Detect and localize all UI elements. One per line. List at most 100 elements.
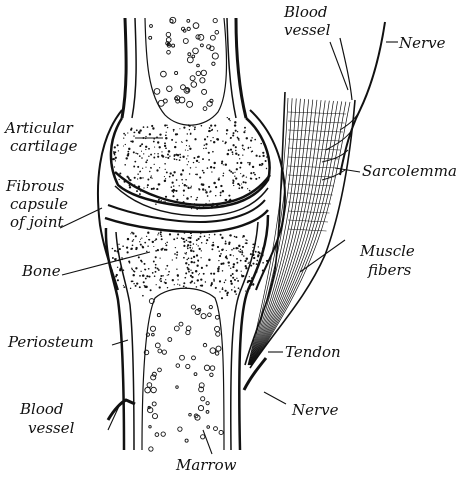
marrow-dot bbox=[187, 101, 193, 107]
stipple-dot bbox=[190, 167, 191, 168]
stipple-dot bbox=[159, 167, 160, 168]
stipple-dot bbox=[241, 250, 243, 252]
stipple-dot bbox=[234, 286, 235, 287]
stipple-dot bbox=[190, 270, 191, 271]
stipple-dot bbox=[166, 125, 168, 127]
marrow-dot bbox=[155, 343, 160, 348]
stipple-dot bbox=[235, 177, 237, 179]
marrow-dot bbox=[152, 333, 155, 336]
stipple-dot bbox=[199, 236, 201, 238]
stipple-dot bbox=[209, 130, 211, 132]
stipple-dot bbox=[186, 145, 187, 146]
stipple-dot bbox=[127, 151, 129, 153]
stipple-dot bbox=[114, 258, 116, 260]
stipple-dot bbox=[244, 260, 246, 262]
stipple-dot bbox=[147, 187, 148, 188]
stipple-dot bbox=[249, 288, 251, 290]
stipple-dot bbox=[221, 162, 223, 164]
stipple-dot bbox=[223, 164, 224, 165]
stipple-dot bbox=[200, 257, 201, 258]
stipple-dot bbox=[146, 275, 148, 277]
stipple-dot bbox=[197, 197, 198, 198]
stipple-dot bbox=[165, 244, 167, 246]
stipple-dot bbox=[235, 293, 237, 295]
stipple-dot bbox=[144, 242, 146, 244]
stipple-dot bbox=[190, 245, 192, 247]
stipple-dot bbox=[176, 179, 178, 181]
stipple-dot bbox=[123, 286, 125, 288]
marrow-dot bbox=[149, 447, 153, 451]
stipple-dot bbox=[246, 240, 247, 241]
stipple-dot bbox=[173, 185, 174, 186]
marrow-dot bbox=[167, 86, 172, 91]
stipple-dot bbox=[146, 159, 148, 161]
stipple-dot bbox=[173, 238, 175, 240]
stipple-dot bbox=[203, 273, 205, 275]
stipple-dot bbox=[134, 132, 136, 134]
stipple-dot bbox=[133, 239, 134, 240]
marrow-dot bbox=[174, 326, 179, 331]
stipple-dot bbox=[141, 157, 143, 159]
stipple-dot bbox=[191, 258, 193, 260]
stipple-dot bbox=[148, 276, 150, 278]
stipple-dot bbox=[115, 276, 117, 278]
stipple-dot bbox=[141, 151, 142, 152]
stipple-dot bbox=[205, 281, 206, 282]
stipple-dot bbox=[236, 262, 238, 264]
lower-bone bbox=[106, 215, 268, 450]
stipple-dot bbox=[146, 251, 148, 253]
marrow-dot bbox=[166, 38, 171, 43]
stipple-dot bbox=[187, 248, 189, 250]
stipple-dot bbox=[130, 233, 131, 234]
stipple-dot bbox=[232, 273, 234, 275]
stipple-dot bbox=[137, 153, 139, 155]
stipple-dot bbox=[144, 263, 146, 265]
stipple-dot bbox=[120, 266, 122, 268]
stipple-dot bbox=[172, 279, 174, 281]
stipple-dot bbox=[157, 169, 159, 171]
stipple-dot bbox=[132, 244, 134, 246]
stipple-dot bbox=[147, 232, 149, 234]
marrow-dot bbox=[166, 32, 170, 36]
stipple-dot bbox=[252, 250, 253, 251]
label-fibrous-capsule: Fibrous bbox=[5, 177, 65, 195]
stipple-dot bbox=[155, 264, 157, 266]
stipple-dot bbox=[265, 160, 267, 162]
stipple-dot bbox=[194, 126, 196, 128]
stipple-dot bbox=[154, 240, 155, 241]
stipple-dot bbox=[164, 142, 166, 144]
marrow-dots-upper bbox=[149, 17, 219, 110]
marrow-dot bbox=[214, 427, 218, 431]
stipple-dot bbox=[193, 162, 194, 163]
stipple-dot bbox=[199, 177, 201, 179]
stipple-dot bbox=[119, 172, 121, 174]
stipple-dot bbox=[230, 275, 232, 277]
label-fibrous-capsule-2: capsule bbox=[10, 195, 68, 213]
stipple-dot bbox=[171, 187, 172, 188]
marrow-dot bbox=[196, 71, 200, 75]
stipple-dot bbox=[187, 164, 188, 165]
stipple-dot bbox=[224, 143, 225, 144]
stipple-dot bbox=[112, 257, 114, 259]
stipple-dot bbox=[226, 133, 228, 135]
stipple-dot bbox=[123, 285, 124, 286]
stipple-dot bbox=[240, 260, 242, 262]
stipple-dot bbox=[119, 269, 121, 271]
stipple-dot bbox=[127, 154, 129, 156]
marrow-dot bbox=[197, 64, 200, 67]
stipple-dot bbox=[247, 280, 249, 282]
stipple-dot bbox=[191, 235, 192, 236]
stipple-dot bbox=[238, 287, 240, 289]
stipple-dot bbox=[186, 140, 188, 142]
stipple-dot bbox=[136, 282, 138, 284]
stipple-dot bbox=[188, 271, 190, 273]
stipple-dot bbox=[137, 195, 139, 197]
marrow-dot bbox=[203, 343, 206, 346]
stipple-dot bbox=[151, 188, 153, 190]
stipple-dot bbox=[232, 266, 234, 268]
stipple-dot bbox=[119, 248, 121, 250]
muscle-striation bbox=[288, 139, 342, 141]
stipple-dot bbox=[233, 255, 234, 256]
stipple-dot bbox=[235, 146, 237, 148]
stipple-dot bbox=[209, 200, 210, 201]
